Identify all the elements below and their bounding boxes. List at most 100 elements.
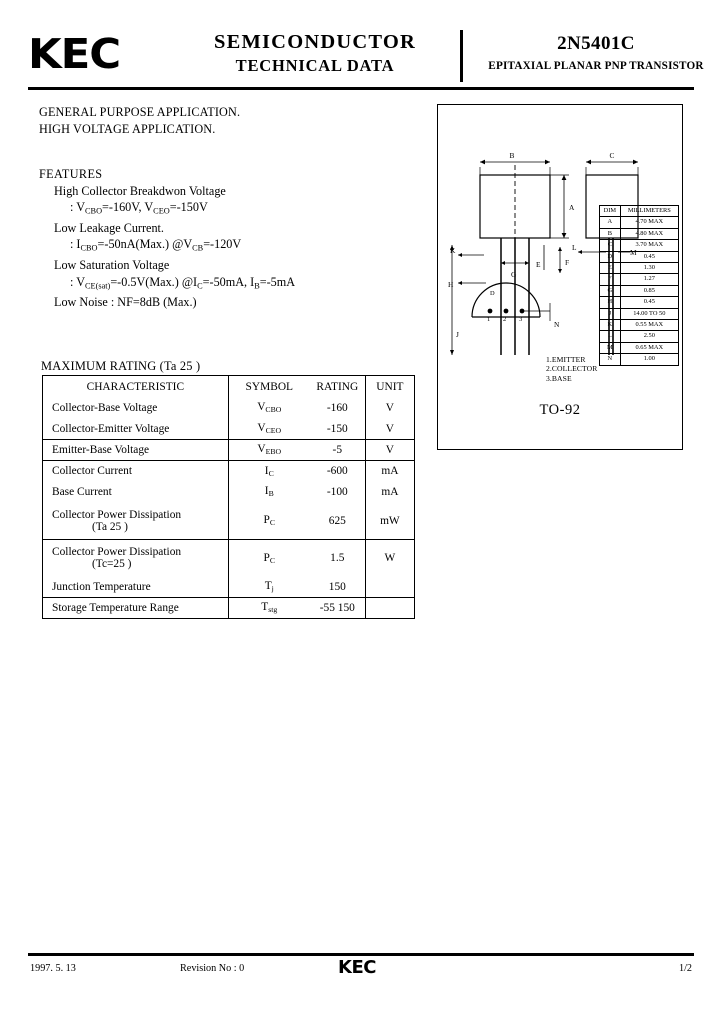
part-subtitle: EPITAXIAL PLANAR PNP TRANSISTOR [488, 60, 704, 72]
header-semiconductor-line: SEMICONDUCTOR [213, 31, 417, 53]
row-unit: W [364, 539, 415, 577]
row-characteristic: Base Current [52, 486, 112, 498]
col-header-rating: RATING [316, 380, 359, 393]
dim-letter: G [599, 284, 621, 298]
dim-letter: K [599, 319, 621, 332]
row-characteristic: Collector Current [52, 465, 133, 478]
kec-logo: KEC [28, 30, 121, 78]
footer-page-number: 1/2 [678, 963, 692, 974]
row-characteristic: Junction Temperature [42, 576, 229, 598]
dim-value: 0.85 [619, 284, 680, 298]
footer-date: 1997. 5. 13 [30, 963, 76, 974]
dim-letter: H [599, 296, 621, 309]
application-line-1: GENERAL PURPOSE APPLICATION. [39, 105, 241, 119]
dim-letter: L [599, 330, 621, 343]
feature-detail-1: : VCBO=-160V, VCEO=-150V [70, 200, 208, 216]
feature-detail-2: : ICBO=-50nA(Max.) @VCB=-120V [70, 237, 242, 253]
dim-value: 14.00 TO 50 [619, 307, 680, 321]
table-row: Collector Power Dissipation (Tc=25 ) PC … [43, 539, 415, 577]
mm-col-header: MILLIMETERS [619, 204, 680, 218]
footer-rule [28, 953, 694, 956]
dim-value: 4.80 MAX [619, 227, 680, 241]
dim-letter: M [599, 341, 621, 355]
row-symbol: IC [227, 460, 310, 482]
col-header-unit: UNIT [364, 375, 415, 398]
table-row: Collector Current IC -600 mA [43, 460, 415, 482]
dim-value: 1.30 [619, 262, 680, 275]
dim-letter-C: C [610, 151, 615, 160]
package-outline-box: B C A F E G K H J L M N 1 2 3 D DIM [437, 104, 683, 450]
row-rating: -150 [309, 418, 366, 440]
row-symbol: PC [227, 539, 310, 577]
row-unit: V [364, 397, 415, 419]
max-rating-table: CHARACTERISTIC SYMBOL RATING UNIT Collec… [42, 375, 415, 619]
dim-letter-F: F [565, 258, 569, 267]
header-technical-data-line: TECHNICAL DATA [235, 56, 395, 75]
dim-letter-G: G [511, 270, 517, 279]
table-row: Storage Temperature Range Tstg -55 150 [43, 597, 415, 619]
dim-value: 1.27 [619, 273, 680, 286]
dim-letter-J: J [456, 330, 459, 339]
dim-letter-K: K [450, 246, 456, 255]
pin-label-2: 2.COLLECTOR [546, 364, 598, 374]
row-unit: mA [364, 460, 415, 482]
feature-heading-3: Low Saturation Voltage [54, 258, 170, 273]
table-header-row: CHARACTERISTIC SYMBOL RATING UNIT [43, 375, 415, 398]
dim-letter: J [599, 307, 621, 321]
dim-value: 2.50 [619, 330, 680, 343]
row-characteristic-line2: (Ta 25 ) [92, 520, 128, 533]
row-symbol: Tstg [227, 597, 310, 619]
pin-label-3: 3.BASE [546, 373, 572, 383]
row-characteristic: Storage Temperature Range [52, 602, 179, 614]
row-unit [364, 597, 415, 619]
table-row: Collector Power Dissipation (Ta 25 ) PC … [42, 502, 415, 540]
row-unit: mA [364, 481, 415, 503]
col-header-characteristic: CHARACTERISTIC [86, 380, 185, 393]
header-divider [460, 30, 463, 82]
pin-assignment-list: 1.EMITTER 2.COLLECTOR 3.BASE [546, 355, 597, 383]
row-characteristic: Collector-Emitter Voltage [42, 418, 229, 440]
table-row: Collector-Emitter Voltage VCEO -150 V [42, 418, 415, 440]
row-symbol: VEBO [227, 439, 310, 461]
row-characteristic-line1: Collector Power Dissipation [52, 508, 182, 521]
application-line-2: HIGH VOLTAGE APPLICATION. [39, 121, 216, 136]
dim-letter-N: N [554, 320, 560, 329]
pin-number-1: 1 [487, 316, 490, 323]
row-symbol: VCBO [227, 397, 310, 419]
header-part-block: 2N5401C EPITAXIAL PLANAR PNP TRANSISTOR [468, 30, 720, 75]
dim-letter: N [599, 353, 621, 366]
dim-letter-L: L [572, 243, 577, 252]
dim-col-header: DIM [599, 204, 621, 218]
row-unit: V [364, 418, 415, 440]
row-symbol: PC [227, 502, 310, 540]
dim-value: 0.45 [619, 250, 680, 264]
row-rating: -55 150 [319, 602, 355, 614]
dim-value: 0.45 [619, 296, 680, 309]
dim-value: 1.00 [619, 353, 680, 366]
max-rating-title: MAXIMUM RATING (Ta 25 ) [41, 359, 201, 373]
dim-letter: E [599, 262, 621, 275]
row-unit [364, 576, 415, 598]
dim-letter-D: D [490, 290, 495, 297]
row-rating: 150 [309, 576, 366, 598]
dim-letter: F [599, 273, 621, 286]
row-rating: -600 [326, 465, 348, 478]
features-title: FEATURES [39, 167, 103, 181]
dim-value: 0.55 MAX [619, 319, 680, 332]
dim-letter: C [599, 239, 621, 252]
dim-letter: D [599, 250, 621, 264]
row-unit: mW [364, 502, 415, 540]
row-rating: -100 [326, 486, 348, 498]
